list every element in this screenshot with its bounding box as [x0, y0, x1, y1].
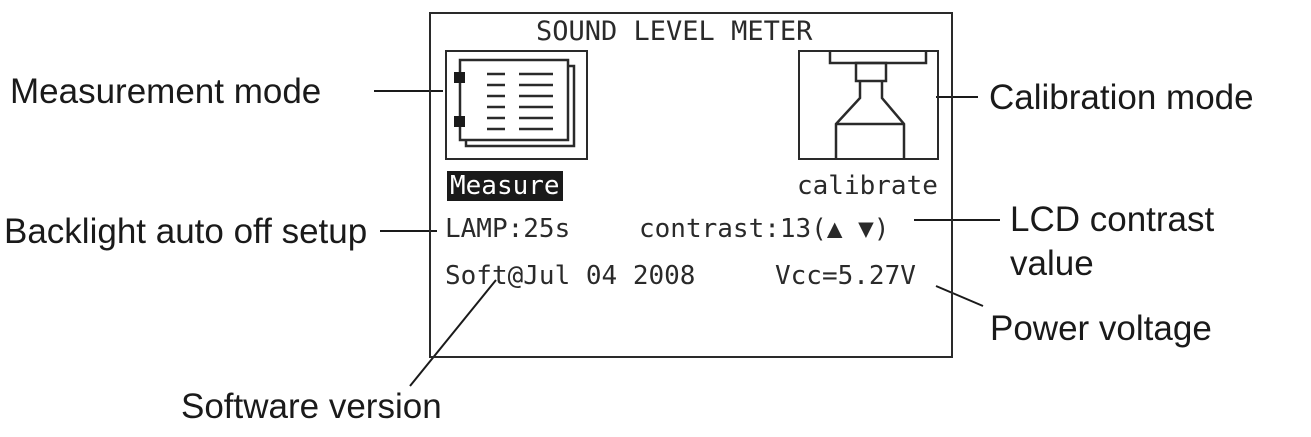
callout-calibration-mode: Calibration mode: [989, 78, 1254, 117]
callout-lcd-contrast-value: value: [1010, 244, 1094, 283]
lcd-screen: SOUND LEVEL METER: [429, 12, 953, 358]
lamp-setting[interactable]: LAMP:25s: [445, 214, 571, 244]
notebook-icon-graphic: [454, 58, 576, 148]
callout-lcd-contrast: LCD contrast: [1010, 200, 1215, 239]
calibrator-icon[interactable]: [798, 48, 939, 160]
calibrate-menu-item[interactable]: calibrate: [797, 171, 938, 201]
calibrator-icon-graphic: [828, 48, 928, 160]
software-version-text: Soft@Jul 04 2008: [445, 261, 696, 291]
callout-backlight: Backlight auto off setup: [4, 212, 368, 251]
measure-menu-item[interactable]: Measure: [447, 171, 563, 201]
callout-software-version: Software version: [181, 387, 442, 426]
callout-power-voltage: Power voltage: [990, 309, 1212, 348]
lcd-title: SOUND LEVEL METER: [536, 16, 813, 47]
leader-power-voltage: [935, 285, 984, 307]
leader-software-version: [409, 279, 497, 387]
notebook-icon[interactable]: [445, 50, 588, 160]
callout-measurement-mode: Measurement mode: [10, 72, 322, 111]
power-voltage-text: Vcc=5.27V: [775, 261, 916, 291]
contrast-setting[interactable]: contrast:13(▲ ▼): [639, 214, 890, 244]
